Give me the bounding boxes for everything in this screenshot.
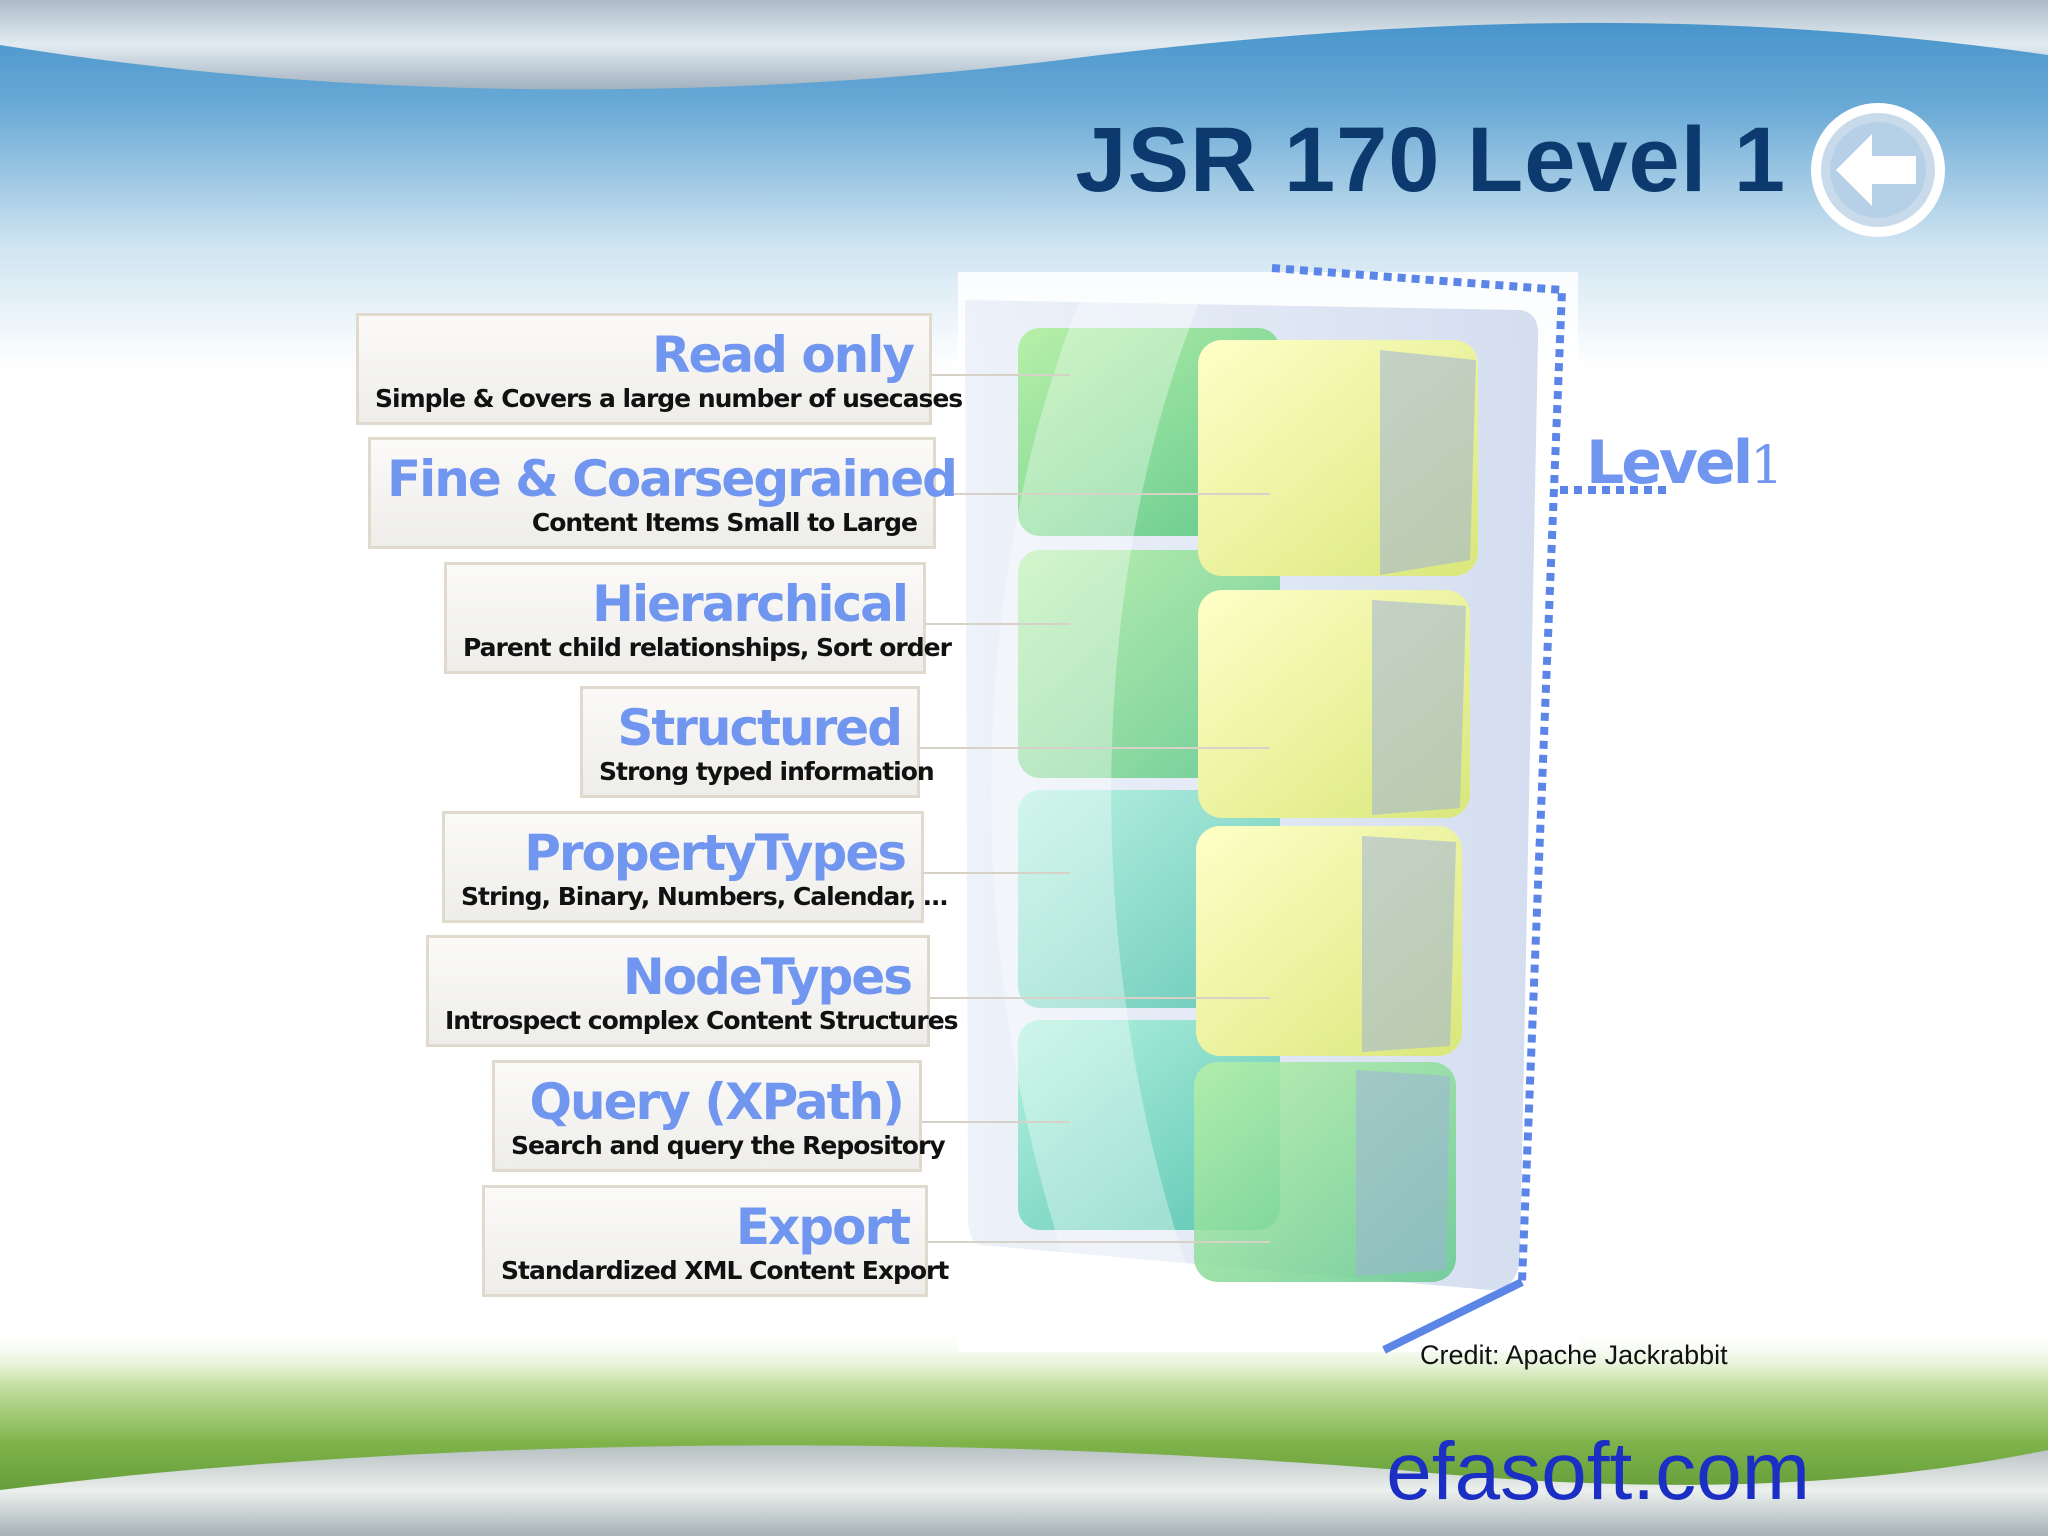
slide-title: JSR 170 Level 1 xyxy=(1075,109,1786,211)
feature-title: Fine & Coarsegrained xyxy=(387,450,958,508)
level-bracket xyxy=(1271,264,1672,1354)
feature-title: Query (XPath) xyxy=(529,1073,905,1131)
credit-text: Credit: Apache Jackrabbit xyxy=(1420,1340,1728,1370)
connector-lines xyxy=(920,374,1270,1243)
feature-subtitle: Strong typed information xyxy=(599,757,935,786)
feature-title: Read only xyxy=(651,326,915,384)
feature-subtitle: Parent child relationships, Sort order xyxy=(463,633,952,662)
feature-structured: Structured Strong typed information xyxy=(580,686,935,798)
feature-subtitle: Simple & Covers a large number of usecas… xyxy=(375,384,963,413)
feature-subtitle: Introspect complex Content Structures xyxy=(445,1006,959,1035)
feature-read-only: Read only Simple & Covers a large number… xyxy=(356,313,963,425)
feature-title: Export xyxy=(735,1198,911,1256)
feature-query-xpath: Query (XPath) Search and query the Repos… xyxy=(492,1060,946,1172)
feature-export: Export Standardized XML Content Export xyxy=(482,1185,949,1297)
level-label-text: Level xyxy=(1586,428,1753,498)
feature-title: Structured xyxy=(617,699,903,757)
back-arrow-icon xyxy=(1811,103,1945,237)
cube-stack-illustration xyxy=(958,272,1578,1352)
feature-title: PropertyTypes xyxy=(524,824,907,882)
feature-hierarchical: Hierarchical Parent child relationships,… xyxy=(444,562,952,674)
feature-subtitle: String, Binary, Numbers, Calendar, … xyxy=(461,882,948,911)
feature-fine-coarsegrained: Fine & Coarsegrained Content Items Small… xyxy=(368,437,958,549)
feature-subtitle: Content Items Small to Large xyxy=(531,508,918,537)
feature-subtitle: Standardized XML Content Export xyxy=(501,1256,949,1285)
feature-title: NodeTypes xyxy=(622,948,913,1006)
feature-subtitle: Search and query the Repository xyxy=(511,1131,946,1160)
brand-footer: efasoft.com xyxy=(1386,1426,1810,1517)
level-label: Level1 xyxy=(1586,428,1783,498)
feature-property-types: PropertyTypes String, Binary, Numbers, C… xyxy=(442,811,948,923)
level-label-number: 1 xyxy=(1750,436,1784,496)
back-button[interactable] xyxy=(1808,100,1948,240)
feature-node-types: NodeTypes Introspect complex Content Str… xyxy=(426,935,959,1047)
feature-title: Hierarchical xyxy=(592,575,909,633)
